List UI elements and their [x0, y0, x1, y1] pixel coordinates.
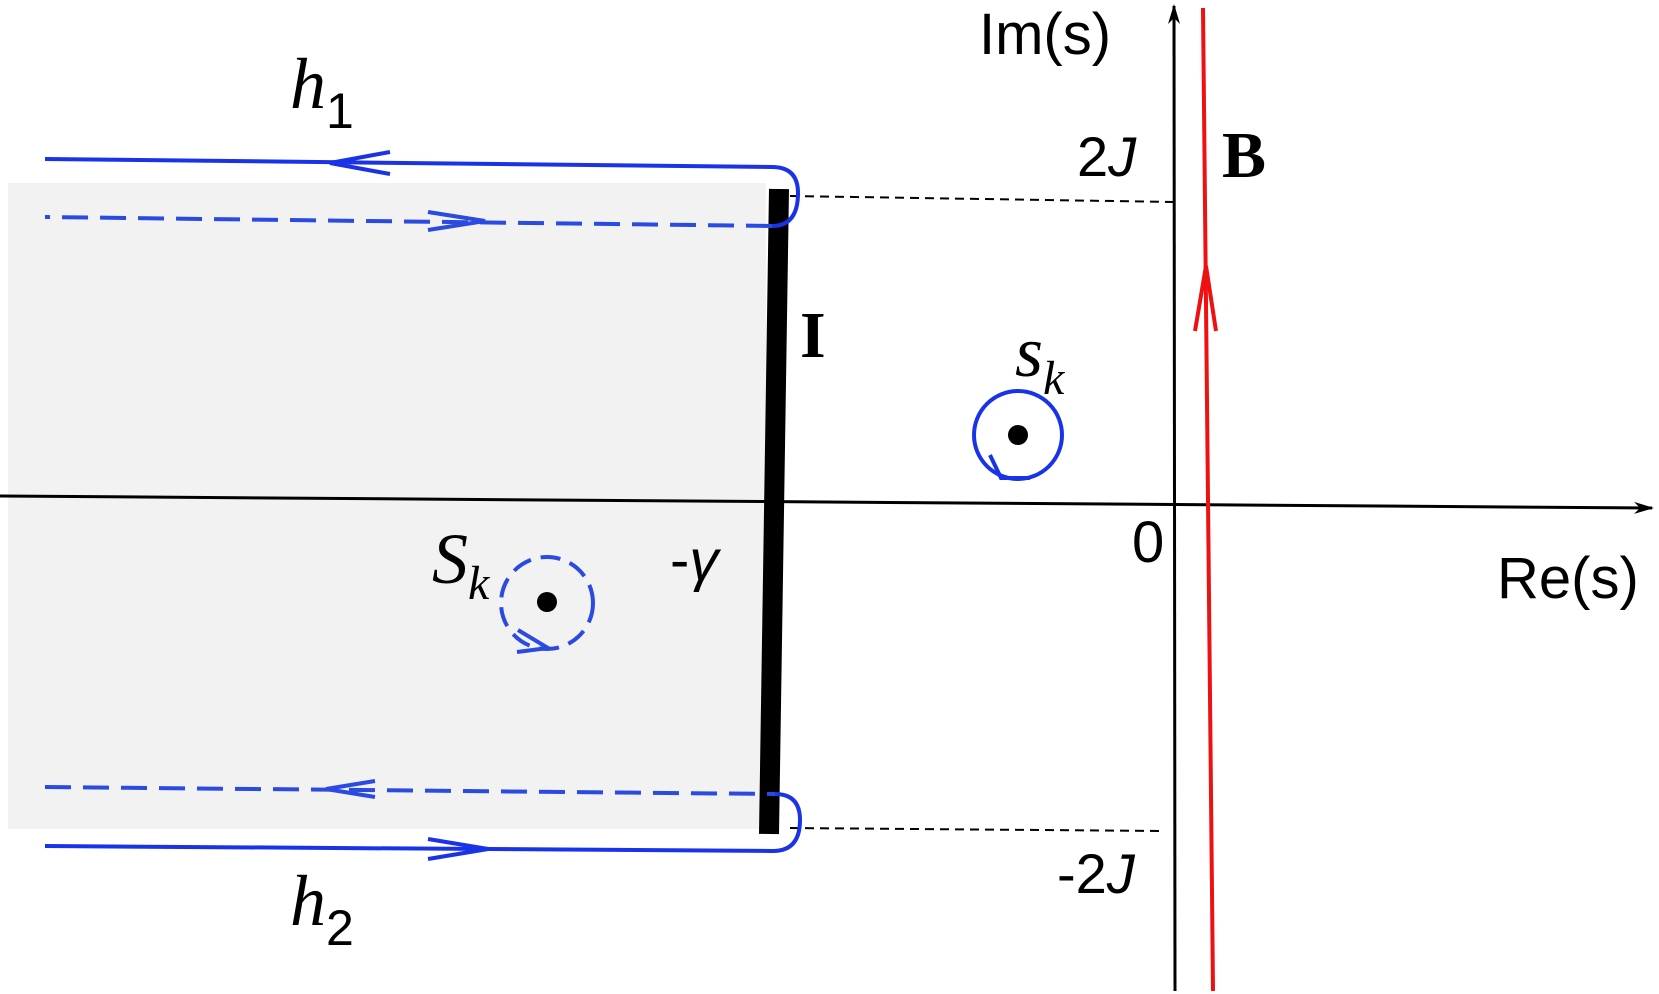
guide-line-minus-2j	[789, 827, 1164, 832]
h1-contour-solid	[44, 157, 801, 228]
pole-lower-dot	[537, 592, 557, 612]
origin-label: 0	[1132, 510, 1164, 575]
pole-upper-dot	[1008, 425, 1028, 445]
bromwich-arrowhead	[1193, 265, 1218, 332]
h1-contour-dashed	[44, 215, 773, 228]
pole-lower-label-base: S	[432, 519, 468, 599]
h2-label-base: h	[290, 861, 326, 941]
h2-label: h2	[290, 861, 354, 956]
pole-upper-label-base: s	[1015, 312, 1043, 392]
pole-lower-arrowhead	[516, 628, 554, 654]
branch-point-symbol: γ	[689, 528, 721, 593]
real-axis-label: Re(s)	[1497, 546, 1639, 611]
branch-cut	[759, 188, 789, 835]
guide-line-2j	[789, 195, 1176, 203]
bromwich-line	[1201, 7, 1215, 992]
h1-arrowhead	[329, 150, 391, 176]
pole-lower-label: Sk	[432, 519, 491, 610]
branch-point-minus: -	[670, 528, 689, 593]
tick-label-minus-2j: -2J	[1057, 842, 1136, 905]
h2-label-sub: 2	[326, 900, 354, 956]
h2-dashed-arrowhead	[325, 779, 376, 799]
imaginary-axis	[1168, 4, 1181, 992]
tick-2j-number: 2	[1077, 125, 1108, 188]
h2-arrowhead	[427, 837, 489, 861]
shaded-region	[8, 183, 766, 829]
real-axis	[0, 494, 1654, 514]
pole-lower-label-sub: k	[468, 557, 491, 610]
pole-upper-label: sk	[1015, 312, 1066, 405]
cut-marker-label: I	[800, 299, 826, 372]
pole-upper-arrowhead	[988, 454, 1030, 480]
h1-label: h1	[290, 44, 354, 139]
pole-upper-label-sub: k	[1043, 352, 1066, 405]
h1-label-base: h	[290, 44, 326, 124]
h1-label-sub: 1	[326, 83, 354, 139]
h2-contour-solid	[44, 792, 803, 854]
tick-minus-2j-number: -2	[1057, 842, 1107, 905]
tick-2j-variable: J	[1107, 125, 1137, 188]
imaginary-axis-label: Im(s)	[979, 2, 1111, 67]
bromwich-label: B	[1222, 119, 1266, 192]
h1-dashed-arrowhead	[427, 210, 486, 232]
h2-contour-dashed	[44, 785, 776, 796]
tick-label-2j: 2J	[1077, 125, 1137, 188]
branch-point-label: -γ	[670, 528, 721, 593]
tick-minus-2j-variable: J	[1106, 842, 1136, 905]
